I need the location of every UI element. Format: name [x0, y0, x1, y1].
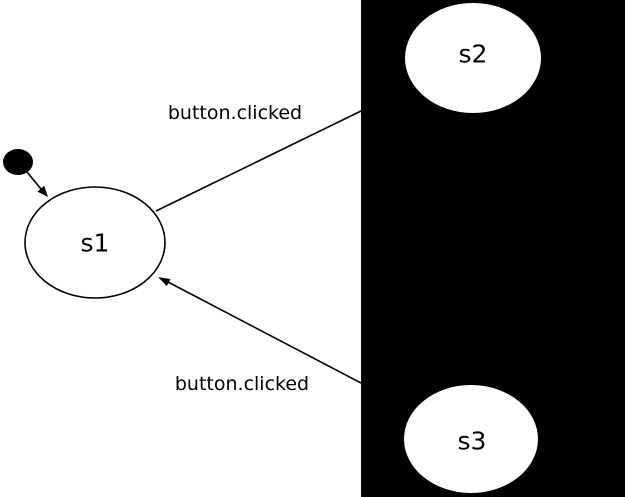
transition-s3-s1-line: [167, 281, 362, 384]
state-s1-label: s1: [81, 229, 110, 258]
transition-s3-s1-label: button.clicked: [175, 373, 309, 395]
initial-state: [3, 149, 48, 197]
state-s1: s1: [24, 186, 166, 299]
state-s1-ellipse: [24, 186, 166, 299]
state-s3-label: s3: [458, 427, 487, 456]
state-s3: s3: [404, 385, 538, 493]
transition-s3-s1: button.clicked: [158, 277, 362, 395]
state-s2-label: s2: [459, 40, 488, 69]
initial-state-dot: [3, 149, 33, 175]
state-s2-ellipse: [405, 3, 541, 113]
initial-transition-line: [26, 171, 42, 190]
transition-s1-s2-label: button.clicked: [168, 102, 302, 124]
transition-s1-s2-line: [155, 110, 362, 212]
transition-s3-s1-arrowhead-icon: [158, 277, 171, 287]
state-s3-ellipse: [404, 385, 538, 493]
state-s2: s2: [405, 3, 541, 113]
transition-s1-s2: button.clicked: [155, 102, 362, 212]
initial-transition-arrowhead-icon: [37, 185, 48, 197]
